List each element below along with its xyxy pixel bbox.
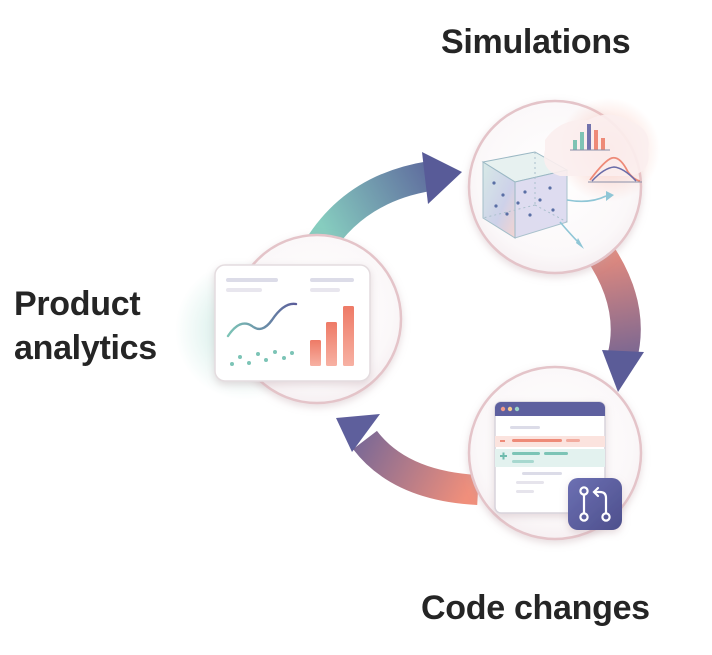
node-product-analytics (175, 233, 403, 405)
node-label-product-analytics-line-2: analytics (14, 329, 157, 367)
arrow-analytics-to-simulations (305, 152, 462, 257)
node-label-product-analytics-line-1: Product (14, 285, 141, 323)
simulation-cube-icon (481, 151, 614, 249)
node-label-code-changes: Code changes (421, 589, 650, 627)
distribution-chart-icon (544, 114, 649, 183)
node-code-changes (467, 365, 643, 541)
arrow-simulations-to-code (585, 241, 644, 392)
arrow-code-to-analytics (336, 414, 479, 505)
git-pull-request-icon (568, 478, 622, 530)
analytics-dashboard-icon (214, 264, 371, 382)
node-label-product-analytics: Product analytics (14, 282, 157, 370)
node-label-simulations: Simulations (441, 23, 631, 61)
node-simulations (467, 98, 660, 275)
